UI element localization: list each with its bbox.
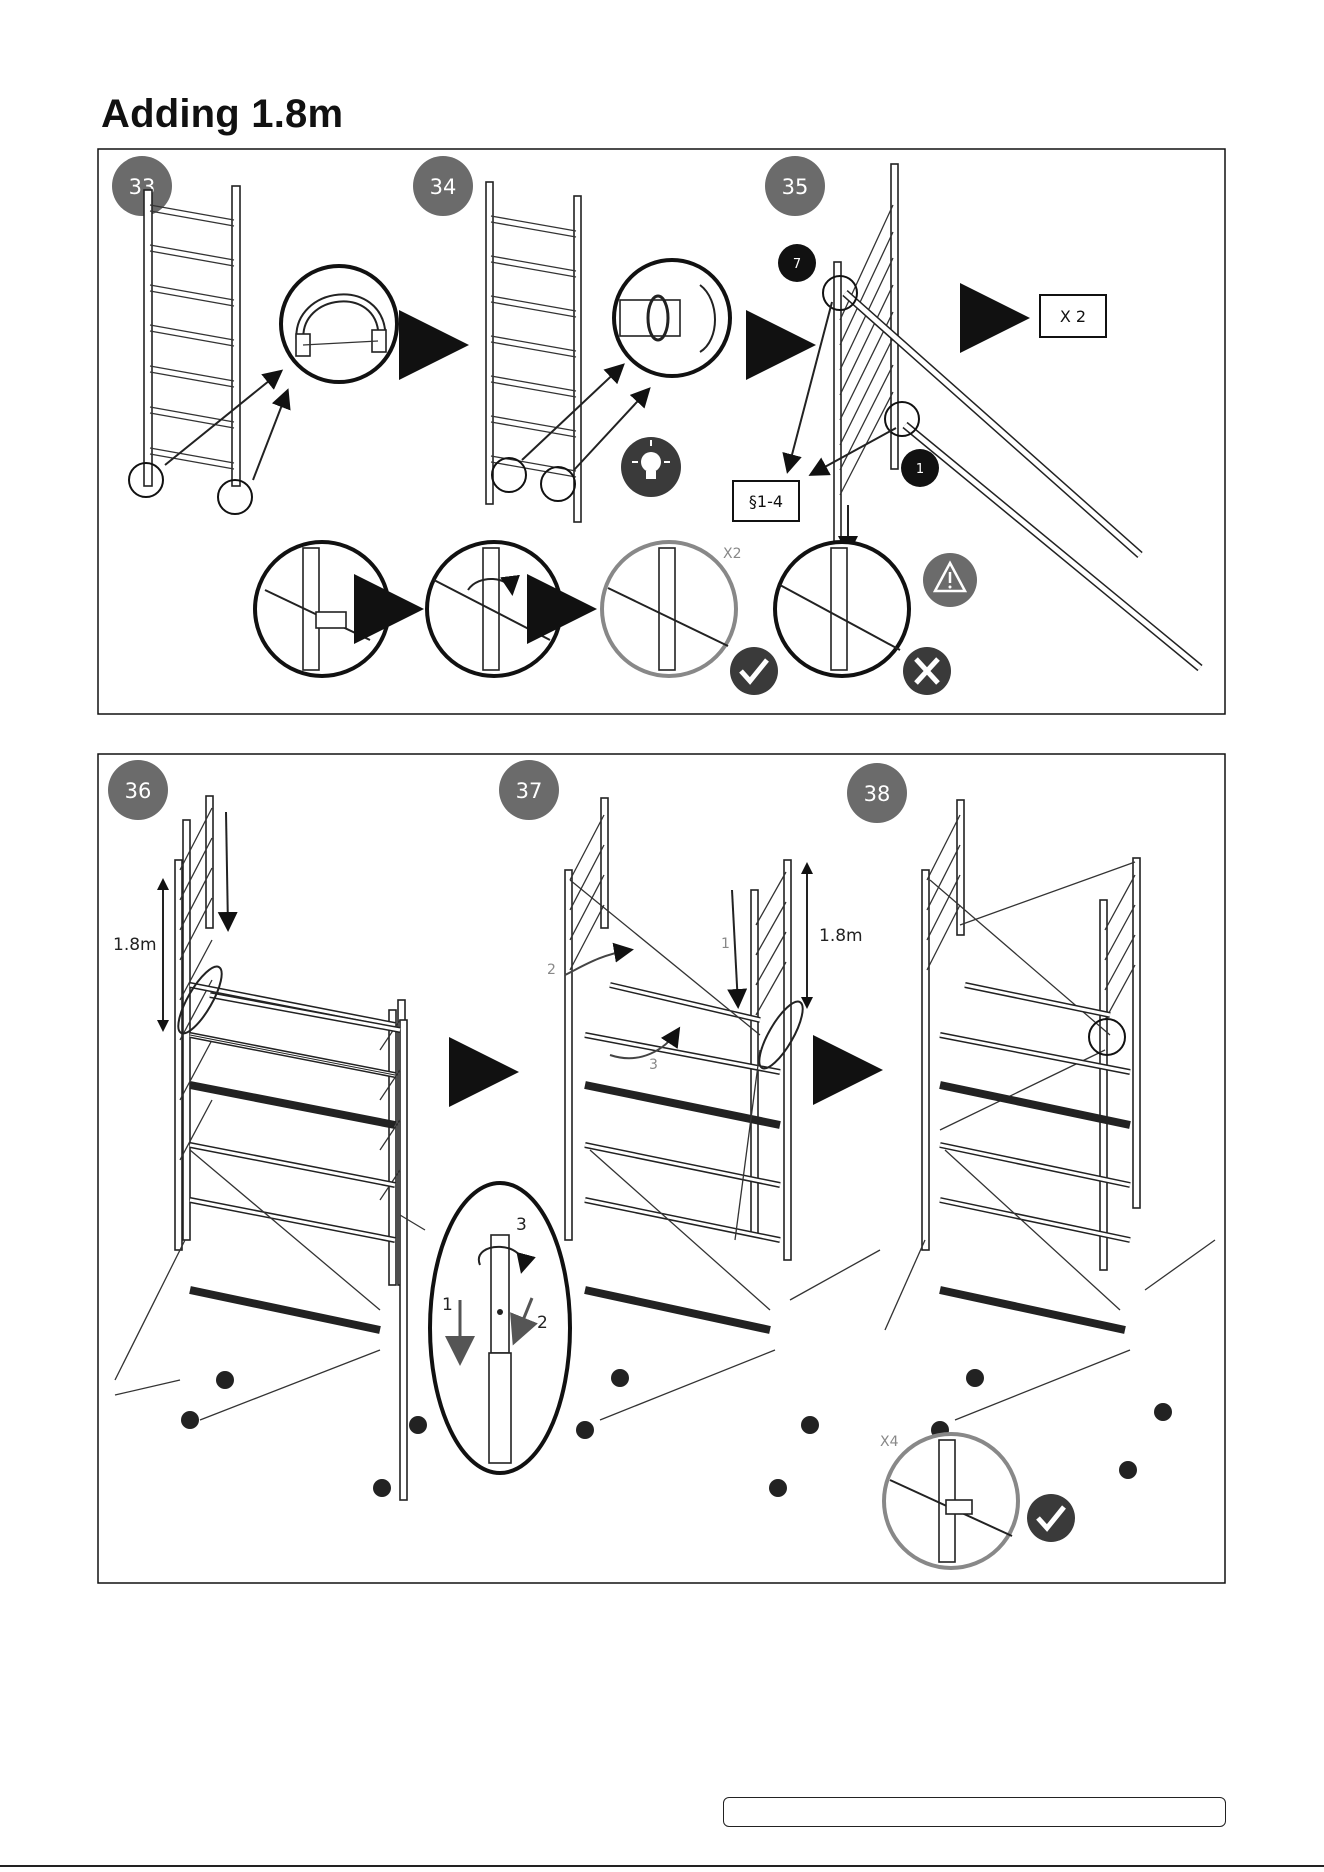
sequence-2: 2	[547, 962, 556, 978]
detail-step-2: 2	[537, 1313, 548, 1333]
sequence-1: 1	[721, 936, 730, 952]
badge-1: 1	[901, 449, 939, 487]
detail-step-1: 1	[442, 1295, 453, 1315]
tower-36	[115, 796, 427, 1500]
brace-lock-detail-incorrect	[775, 542, 909, 676]
sequence-3: 3	[649, 1057, 658, 1073]
clip-detail-33	[281, 266, 397, 382]
svg-text:37: 37	[516, 779, 543, 803]
svg-text:34: 34	[430, 175, 457, 199]
ladder-frame-33	[129, 186, 287, 514]
brace-lock-detail-2	[427, 542, 561, 676]
quantity-x4-label: X4	[880, 1434, 899, 1450]
quantity-box: X 2	[1040, 295, 1106, 337]
spigot-lock-detail-correct	[884, 1434, 1018, 1568]
badge-7: 7	[778, 244, 816, 282]
height-label-left: 1.8m	[113, 935, 157, 955]
svg-text:1: 1	[916, 462, 924, 477]
check-icon	[1027, 1494, 1075, 1542]
lightbulb-icon	[621, 437, 681, 497]
check-icon	[730, 647, 778, 695]
step-badge-37: 37	[499, 760, 559, 820]
clip-detail-34	[614, 260, 730, 376]
brace-lock-detail-correct	[602, 542, 736, 676]
step-badge-34: 34	[413, 156, 473, 216]
quantity-x2-label: X2	[723, 546, 742, 562]
detail-step-3: 3	[516, 1215, 527, 1235]
svg-text:36: 36	[125, 779, 152, 803]
warning-icon	[923, 553, 977, 607]
footer-box	[723, 1797, 1226, 1827]
svg-text:X 2: X 2	[1060, 307, 1086, 326]
svg-text:38: 38	[864, 782, 891, 806]
section-reference-box: §1-4	[733, 481, 799, 521]
svg-text:7: 7	[793, 257, 801, 272]
step-badge-35: 35	[765, 156, 825, 216]
spigot-lock-detail	[430, 1183, 570, 1473]
height-label-right: 1.8m	[819, 926, 863, 946]
svg-text:§1-4: §1-4	[749, 492, 783, 511]
step-badge-38: 38	[847, 763, 907, 823]
tower-37	[565, 798, 880, 1497]
step-badge-36: 36	[108, 760, 168, 820]
tower-38	[885, 800, 1215, 1479]
cross-icon	[903, 647, 951, 695]
svg-text:35: 35	[782, 175, 809, 199]
brace-lock-detail-1	[255, 542, 389, 676]
